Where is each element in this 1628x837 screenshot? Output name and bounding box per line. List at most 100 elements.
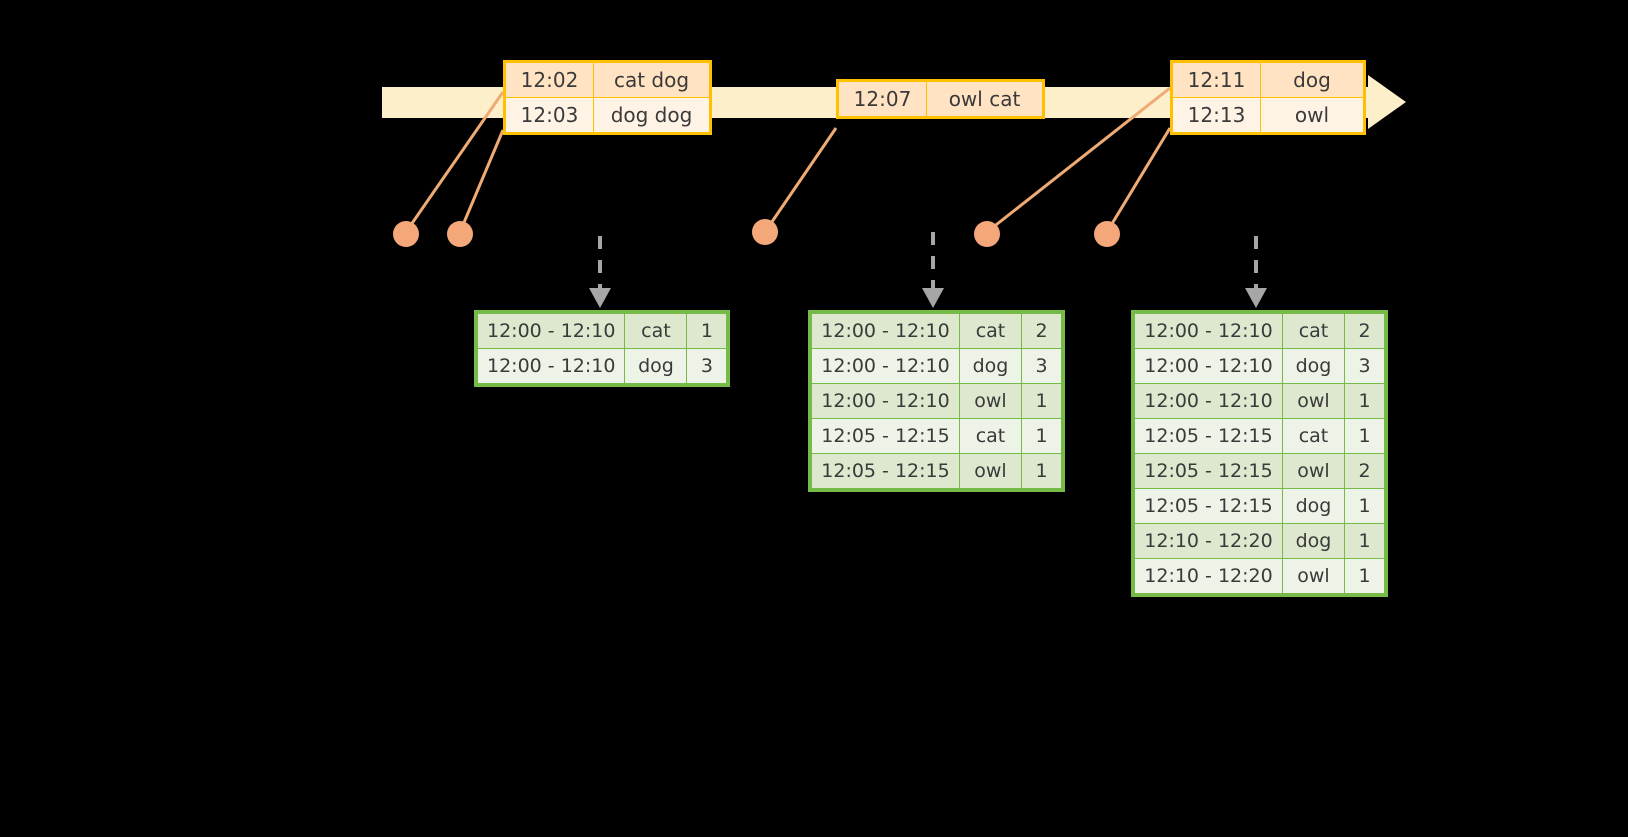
- result-count: 1: [686, 313, 728, 349]
- connector-line-2: [458, 129, 505, 233]
- result-count: 1: [1344, 558, 1385, 594]
- result-count: 1: [1344, 383, 1385, 419]
- result-word: cat: [959, 313, 1022, 349]
- event-words: owl cat: [926, 81, 1043, 117]
- event-time: 12:13: [1172, 97, 1261, 133]
- event-box-3: 12:11 dog 12:13 owl: [1170, 60, 1366, 135]
- result-window: 12:05 - 12:15: [811, 418, 960, 454]
- result-word: cat: [1282, 418, 1345, 454]
- event-box-2-table: 12:07 owl cat: [838, 81, 1043, 117]
- result-word: owl: [1282, 558, 1345, 594]
- result-count: 2: [1344, 453, 1385, 489]
- event-words: dog dog: [593, 97, 710, 133]
- result-window: 12:05 - 12:15: [1134, 488, 1283, 524]
- result-count: 3: [1021, 348, 1062, 384]
- timeline-arrowhead-icon: [1368, 75, 1406, 129]
- result-word: owl: [1282, 383, 1345, 419]
- result-count: 2: [1021, 313, 1062, 349]
- result-word: dog: [959, 348, 1022, 384]
- event-dot-1: [393, 221, 419, 247]
- result-count: 3: [686, 348, 728, 384]
- result-window: 12:00 - 12:10: [811, 313, 960, 349]
- result-window: 12:00 - 12:10: [811, 348, 960, 384]
- result-count: 1: [1344, 488, 1385, 524]
- result-window: 12:00 - 12:10: [811, 383, 960, 419]
- event-box-1: 12:02 cat dog 12:03 dog dog: [503, 60, 712, 135]
- result-count: 3: [1344, 348, 1385, 384]
- result-window: 12:10 - 12:20: [1134, 523, 1283, 559]
- result-count: 1: [1021, 418, 1062, 454]
- event-row: 12:03 dog dog: [505, 97, 710, 133]
- result-word: dog: [1282, 488, 1345, 524]
- down-arrow-3: [1245, 236, 1267, 308]
- result-count: 1: [1021, 453, 1062, 489]
- result-word: dog: [624, 348, 688, 384]
- event-time: 12:11: [1172, 62, 1261, 98]
- result-window: 12:00 - 12:10: [476, 313, 626, 349]
- result-count: 2: [1344, 313, 1385, 349]
- event-box-2: 12:07 owl cat: [836, 79, 1045, 119]
- connector-line-3: [763, 127, 838, 233]
- down-arrow-2: [922, 232, 944, 308]
- result-word: cat: [1282, 313, 1345, 349]
- result-word: owl: [959, 453, 1022, 489]
- event-box-3-table: 12:11 dog 12:13 owl: [1172, 62, 1364, 133]
- result-window: 12:05 - 12:15: [811, 453, 960, 489]
- event-dot-2: [447, 221, 473, 247]
- event-row: 12:02 cat dog: [505, 62, 710, 98]
- event-time: 12:07: [838, 81, 927, 117]
- event-words: cat dog: [593, 62, 710, 98]
- result-word: dog: [1282, 523, 1345, 559]
- result-window: 12:05 - 12:15: [1134, 418, 1283, 454]
- result-window: 12:00 - 12:10: [1134, 313, 1283, 349]
- result-word: cat: [624, 313, 688, 349]
- event-dot-4: [974, 221, 1000, 247]
- result-window: 12:10 - 12:20: [1134, 558, 1283, 594]
- event-words: dog: [1260, 62, 1364, 98]
- result-word: dog: [1282, 348, 1345, 384]
- result-word: cat: [959, 418, 1022, 454]
- event-row: 12:07 owl cat: [838, 81, 1043, 117]
- event-dot-3: [752, 219, 778, 245]
- result-count: 1: [1021, 383, 1062, 419]
- result-count: 1: [1344, 418, 1385, 454]
- event-time: 12:02: [505, 62, 594, 98]
- result-window: 12:05 - 12:15: [1134, 453, 1283, 489]
- down-arrow-1: [589, 236, 611, 308]
- result-window: 12:00 - 12:10: [1134, 348, 1283, 384]
- event-row: 12:11 dog: [1172, 62, 1364, 98]
- event-dot-5: [1094, 221, 1120, 247]
- result-word: owl: [959, 383, 1022, 419]
- result-window: 12:00 - 12:10: [1134, 383, 1283, 419]
- connector-line-5: [1105, 127, 1172, 233]
- event-row: 12:13 owl: [1172, 97, 1364, 133]
- event-words: owl: [1260, 97, 1364, 133]
- event-box-1-table: 12:02 cat dog 12:03 dog dog: [505, 62, 710, 133]
- result-count: 1: [1344, 523, 1385, 559]
- event-time: 12:03: [505, 97, 594, 133]
